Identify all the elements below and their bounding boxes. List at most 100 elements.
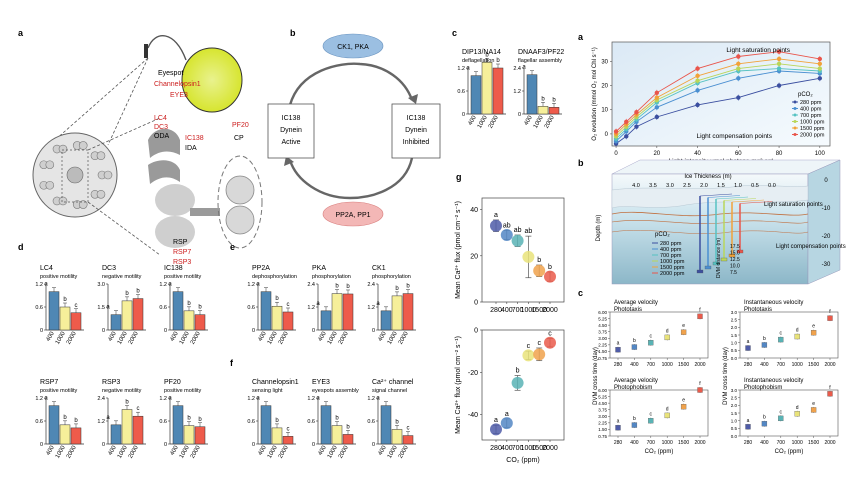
ice-tick-label: 1.0 bbox=[734, 183, 742, 189]
data-point bbox=[634, 124, 639, 129]
plot-frame bbox=[609, 311, 709, 359]
data-point bbox=[695, 73, 700, 79]
bar-panel-subtitle: positive motility bbox=[164, 274, 202, 280]
y-tick-label: 1.2 bbox=[307, 396, 315, 402]
sig-letter: b bbox=[763, 336, 766, 342]
bar bbox=[391, 295, 403, 331]
annotation-compensation: Light compensation points bbox=[696, 133, 772, 140]
y-tick-label: 0 bbox=[605, 132, 609, 138]
y-tick-label: 0.6 bbox=[247, 419, 255, 425]
x-tick-label: 400 bbox=[760, 362, 769, 368]
sig-letter: b bbox=[335, 284, 339, 290]
ice-tick-label: 3.0 bbox=[666, 183, 674, 189]
dvm-marker bbox=[712, 261, 720, 266]
sig-letter: a bbox=[617, 419, 620, 425]
y-tick-label: 0 bbox=[40, 442, 43, 448]
dvm-distance-label: DVM distance (m) bbox=[716, 238, 722, 278]
bar-panel-subtitle: phosphorylation bbox=[312, 274, 351, 280]
panel-label-a: a bbox=[18, 28, 24, 38]
y-tick-label: 0 bbox=[474, 328, 478, 335]
y-tick-label: 1.2 bbox=[247, 282, 255, 288]
data-point bbox=[817, 76, 823, 81]
sig-letter: b bbox=[198, 305, 202, 311]
ice-tick-label: 2.0 bbox=[700, 183, 708, 189]
ice-tick-label: 0.0 bbox=[768, 183, 776, 189]
plot-frame bbox=[611, 41, 831, 147]
bar bbox=[271, 427, 283, 445]
ice-tick-label: 2.5 bbox=[683, 183, 691, 189]
panel-label-f: f bbox=[230, 358, 234, 368]
panel-title: Instantaneous velocity bbox=[744, 378, 803, 384]
oda-arm bbox=[148, 128, 180, 158]
sig-letter: b bbox=[346, 424, 350, 430]
doublet-b bbox=[96, 151, 106, 161]
panel-label-a-right: a bbox=[578, 32, 584, 42]
bar bbox=[48, 291, 60, 331]
bar bbox=[183, 310, 195, 331]
y-tick-label: 3.0 bbox=[97, 282, 105, 288]
kinase-ellipse bbox=[322, 33, 384, 59]
y-tick-label: 0 bbox=[474, 300, 478, 307]
x-tick-label: 700 bbox=[512, 445, 524, 452]
bar bbox=[380, 310, 392, 331]
x-tick-label: 2000 bbox=[128, 444, 140, 459]
ice-legend-label: 1000 ppm bbox=[660, 259, 685, 265]
bar bbox=[70, 427, 82, 445]
y-tick-label: 0.75 bbox=[598, 434, 607, 439]
bar bbox=[537, 106, 549, 115]
bar bbox=[331, 293, 343, 331]
ice-compensation-label: Light compensation points bbox=[776, 244, 846, 250]
legend-label: 1500 ppm bbox=[800, 126, 825, 132]
bar bbox=[492, 67, 504, 115]
label-eyespot: Eyespot bbox=[158, 70, 183, 77]
bar-panel-subtitle: eyespots assembly bbox=[312, 388, 359, 394]
bar bbox=[342, 434, 354, 445]
bar-panel-subtitle: positive motility bbox=[164, 388, 202, 394]
y-tick-label: 0 bbox=[252, 442, 255, 448]
y-tick-label: 2.5 bbox=[731, 317, 738, 322]
sig-letter: c bbox=[407, 426, 410, 432]
box-inhibited-line1: IC138 bbox=[407, 115, 426, 122]
legend-label: 400 ppm bbox=[800, 107, 822, 113]
dvm-tick-label: 15.0 bbox=[730, 251, 740, 257]
y-tick-label: 3.0 bbox=[731, 388, 738, 393]
ice-legend-label: 400 ppm bbox=[660, 247, 682, 253]
phosphatase-ellipse bbox=[322, 201, 384, 227]
x-tick-label: 1000 bbox=[521, 307, 537, 314]
bar bbox=[110, 314, 122, 331]
dvm-connector bbox=[699, 193, 733, 197]
x-tick-label: 40 bbox=[694, 151, 701, 157]
bar-panel-title: PP2A bbox=[252, 265, 270, 272]
flagellum bbox=[147, 35, 187, 61]
y-tick-label: 1.2 bbox=[307, 305, 315, 311]
panel-label-b-right: b bbox=[578, 158, 584, 168]
data-point bbox=[817, 61, 823, 66]
bar-panel-subtitle: positive motility bbox=[40, 388, 78, 394]
label-rsp3: RSP3 bbox=[173, 259, 191, 266]
sig-letter: a bbox=[316, 301, 320, 307]
x-tick-label: 2000 bbox=[824, 362, 835, 368]
sig-letter: c bbox=[780, 409, 783, 415]
bar bbox=[526, 74, 538, 115]
sig-letter: a bbox=[505, 411, 509, 418]
y-tick-label: 6.00 bbox=[598, 310, 607, 315]
sig-letter: b bbox=[275, 418, 279, 424]
sig-letter: f bbox=[699, 307, 701, 313]
data-point bbox=[490, 423, 502, 436]
x-tick-label: 280 bbox=[744, 440, 753, 446]
x-tick-label: 400 bbox=[46, 444, 57, 456]
data-point bbox=[827, 391, 833, 397]
dvm-tick-label: 10.0 bbox=[730, 264, 740, 270]
bar bbox=[391, 429, 403, 445]
sig-letter: b bbox=[187, 416, 191, 422]
bar-panel-title: DNAAF3/PF22 bbox=[518, 49, 564, 56]
bar-panel-subtitle: positive motility bbox=[40, 274, 78, 280]
ice-legend-label: 700 ppm bbox=[660, 253, 682, 259]
sig-letter: b bbox=[395, 419, 399, 425]
dvm-marker bbox=[728, 253, 736, 258]
sig-letter: b bbox=[541, 96, 545, 102]
ice-tick-label: 3.5 bbox=[649, 183, 657, 189]
label-ida: IDA bbox=[185, 145, 197, 152]
